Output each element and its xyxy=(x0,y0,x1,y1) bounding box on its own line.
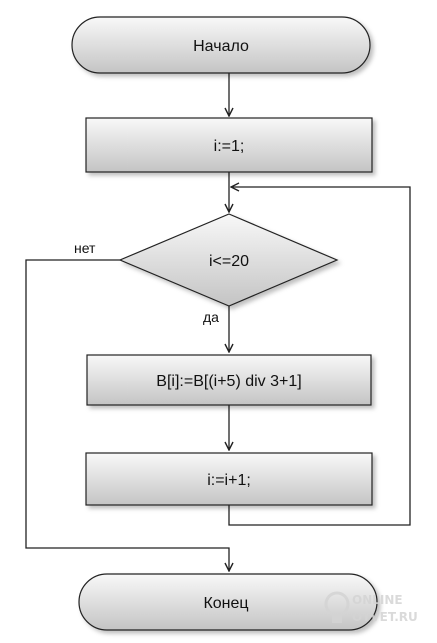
condition-label: i<=20 xyxy=(209,253,249,270)
increment-label: i:=i+1; xyxy=(207,472,251,489)
init-label: i:=1; xyxy=(214,138,245,155)
loop-back-arrow xyxy=(228,187,411,526)
assign-label: B[i]:=B[(i+5) div 3+1] xyxy=(156,373,301,390)
init-process: i:=1; xyxy=(85,117,373,173)
watermark: ONLINE OTVET.RU xyxy=(324,591,418,624)
condition-decision: i<=20 xyxy=(118,213,339,307)
lightbulb-icon xyxy=(324,591,350,623)
increment-process: i:=i+1; xyxy=(85,452,373,506)
assign-process: B[i]:=B[(i+5) div 3+1] xyxy=(86,354,372,406)
no-label: нет xyxy=(74,240,96,256)
watermark-line2: OTVET.RU xyxy=(352,610,418,624)
end-terminator: Конец xyxy=(78,573,378,631)
end-label: Конец xyxy=(203,595,248,612)
start-terminator: Начало xyxy=(71,16,371,74)
no-branch-arrow xyxy=(25,259,229,571)
watermark-line1: ONLINE xyxy=(352,593,403,607)
start-label: Начало xyxy=(193,38,249,55)
yes-label: да xyxy=(203,309,219,325)
